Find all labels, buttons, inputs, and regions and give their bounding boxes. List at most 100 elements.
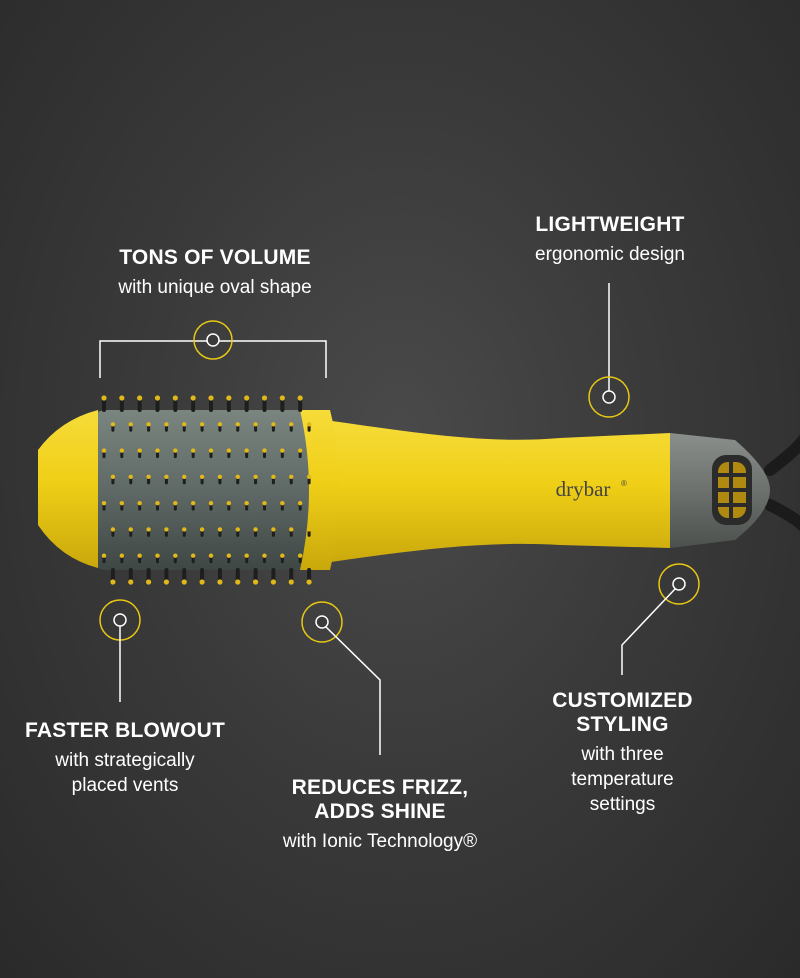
bristle-tip xyxy=(244,448,249,453)
bristle-tip xyxy=(261,395,268,401)
volume-marker xyxy=(193,320,233,360)
bristle-tip xyxy=(181,579,187,585)
callout-heading: TONS OF VOLUME xyxy=(119,246,311,269)
bristle-tip xyxy=(244,553,249,558)
bristle-tip xyxy=(217,579,223,585)
bristle-tip xyxy=(110,527,116,532)
callout-subtext: with unique oval shape xyxy=(118,277,312,298)
bristle-tip xyxy=(164,422,169,427)
bristle-tip xyxy=(253,527,258,532)
bristle-tip xyxy=(306,422,312,427)
callout-subtext: with three temperature settings xyxy=(525,742,720,817)
bristle-tip xyxy=(182,422,187,427)
bristle-tip xyxy=(253,474,258,480)
frizz-marker xyxy=(301,601,343,643)
callout-subtext-line: placed vents xyxy=(71,775,179,796)
bristle-tip xyxy=(199,579,205,585)
bristle-tip xyxy=(101,553,107,558)
bristle-tip xyxy=(288,579,294,585)
bristle-tip xyxy=(110,474,116,480)
bristles xyxy=(101,395,312,585)
callout-subtext-line: with strategically xyxy=(55,750,195,771)
bristle-tip xyxy=(137,500,142,506)
handle xyxy=(310,418,670,565)
callout-subtext: with strategically placed vents xyxy=(10,748,240,798)
bristle-tip xyxy=(182,474,187,480)
bristle-tip xyxy=(110,422,116,427)
bristle-tip xyxy=(244,395,250,401)
bristle-tip xyxy=(235,474,240,480)
callout-heading: LIGHTWEIGHT xyxy=(535,213,685,236)
callout-heading-line: ADDS SHINE xyxy=(314,800,446,823)
bristle-tip xyxy=(154,395,161,401)
bristle-tip xyxy=(217,474,223,480)
callout-heading-line: CUSTOMIZED xyxy=(552,689,693,712)
bristle-tip xyxy=(101,395,107,401)
bristle-tip xyxy=(119,553,125,558)
bristle-tip xyxy=(182,527,187,532)
bristle-tip xyxy=(235,527,240,532)
callout-subtext-line: temperature xyxy=(571,769,674,790)
callout-styling: CUSTOMIZED STYLING with three temperatur… xyxy=(525,689,720,817)
bristle-tip xyxy=(128,474,133,480)
bristle-tip xyxy=(297,500,303,506)
bristle-tip xyxy=(289,527,294,532)
bristle-tip xyxy=(119,395,125,401)
bristle-tip xyxy=(164,527,169,532)
bristle-tip xyxy=(280,448,285,453)
bristle-tip xyxy=(271,527,276,532)
bristle-tip xyxy=(280,553,285,558)
callout-subtext: ergonomic design xyxy=(535,244,685,265)
callout-blowout: FASTER BLOWOUT with strategically placed… xyxy=(10,719,240,798)
bristle-tip xyxy=(110,579,116,585)
bristle-tip xyxy=(190,395,196,401)
bristle-tip xyxy=(226,553,232,558)
bristle-tip xyxy=(119,500,125,506)
styling-leader-line xyxy=(621,588,676,675)
callout-heading-line: STYLING xyxy=(576,713,669,736)
callout-heading: FASTER BLOWOUT xyxy=(25,719,225,742)
bristle-tip xyxy=(271,474,276,480)
bristle-tip xyxy=(262,553,267,558)
bristle-tip xyxy=(208,395,214,401)
bristle-tip xyxy=(128,422,133,427)
bristle-tip xyxy=(262,448,267,453)
callout-frizz: REDUCES FRIZZ, ADDS SHINE with Ionic Tec… xyxy=(245,776,515,854)
bristle-tip xyxy=(279,395,285,401)
bristle-tip xyxy=(146,474,151,480)
bristle-tip xyxy=(306,527,312,532)
drybar-logo-mark: ® xyxy=(621,479,627,488)
bristle-tip xyxy=(199,474,205,480)
bristle-tip xyxy=(146,422,151,427)
vent-cap xyxy=(670,433,770,548)
bristle-tip xyxy=(172,395,178,401)
bristle-tip xyxy=(199,422,205,427)
bristle-tip xyxy=(155,500,160,506)
bristle-tip xyxy=(271,422,276,427)
bristle-tip xyxy=(253,422,258,427)
bristle-tip xyxy=(270,579,277,585)
bristle-tip xyxy=(306,474,312,480)
bristle-tip xyxy=(297,553,303,558)
brush-tip xyxy=(38,410,98,568)
bristle-tip xyxy=(173,553,178,558)
bristle-tip xyxy=(173,500,178,506)
callout-subtext-line: with three xyxy=(581,744,664,765)
bristle-tip xyxy=(217,527,223,532)
bristle-tip xyxy=(101,500,107,506)
bristle-tip xyxy=(289,422,294,427)
styling-marker xyxy=(658,563,700,605)
bristle-tip xyxy=(190,553,196,558)
power-cord xyxy=(764,499,800,532)
bristle-tip xyxy=(155,448,160,453)
bristle-tip xyxy=(145,579,152,585)
bristle-tip xyxy=(208,448,214,453)
bristle-tip xyxy=(137,395,143,401)
bristle-tip xyxy=(128,527,133,532)
bristle-tip xyxy=(155,553,160,558)
drybar-logo: drybar xyxy=(556,477,611,501)
bristle-tip xyxy=(289,474,294,480)
bristle-tip xyxy=(297,448,303,453)
bristle-tip xyxy=(280,500,285,506)
